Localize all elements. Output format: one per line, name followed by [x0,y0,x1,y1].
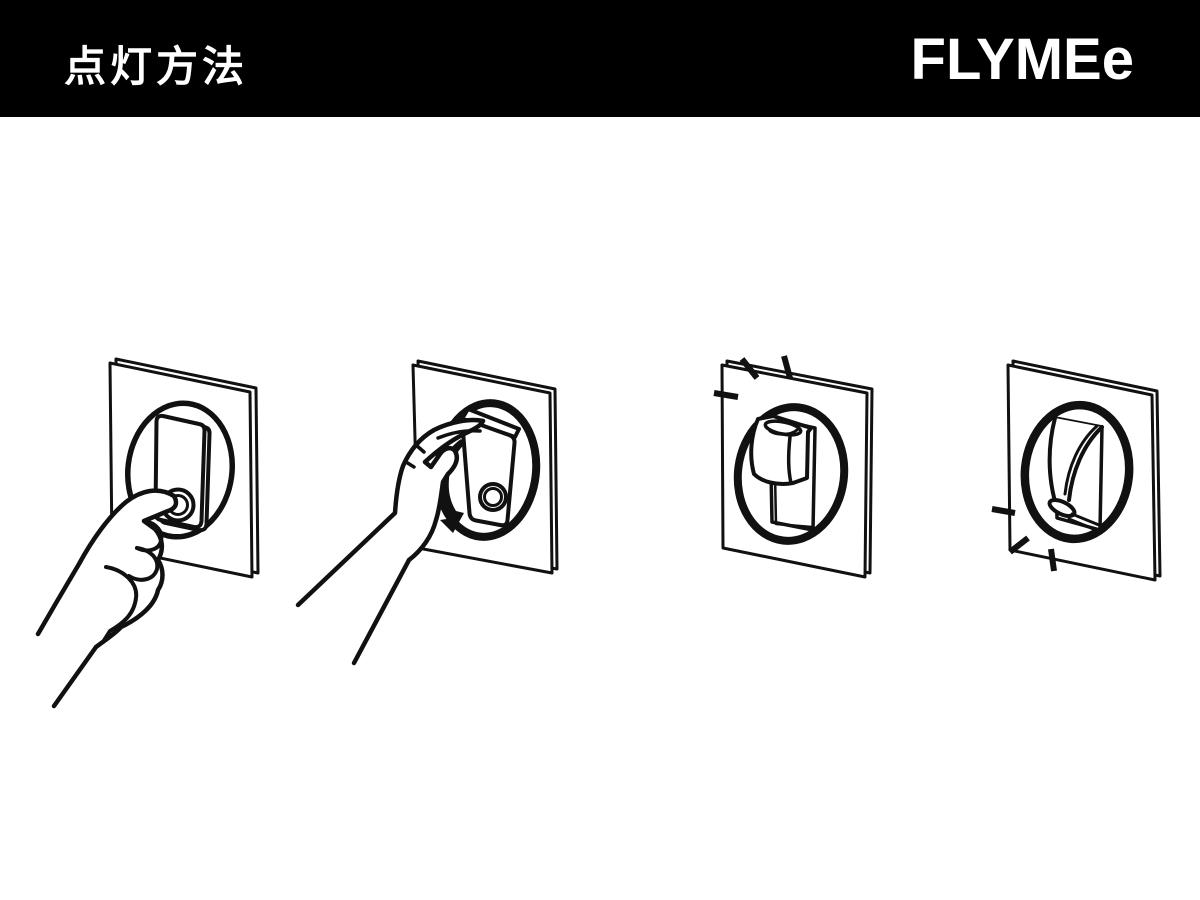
header-bar: 点灯方法 FLYMEe [0,0,1200,117]
brand-logo: FLYMEe [910,27,1134,92]
illustration-canvas [0,117,1200,900]
step2-rotate-body-icon [290,350,560,680]
page-title: 点灯方法 [64,43,249,90]
shade-down-light-on-illustration [991,359,1162,582]
hand-rotate-lamp-body-illustration [295,359,559,666]
hand-press-switch-button-illustration [35,357,260,709]
step3-shade-up-icon [690,340,880,590]
shade-up-light-on-illustration [713,355,874,579]
step1-press-button-icon [30,350,280,715]
step4-shade-down-icon [970,350,1170,590]
